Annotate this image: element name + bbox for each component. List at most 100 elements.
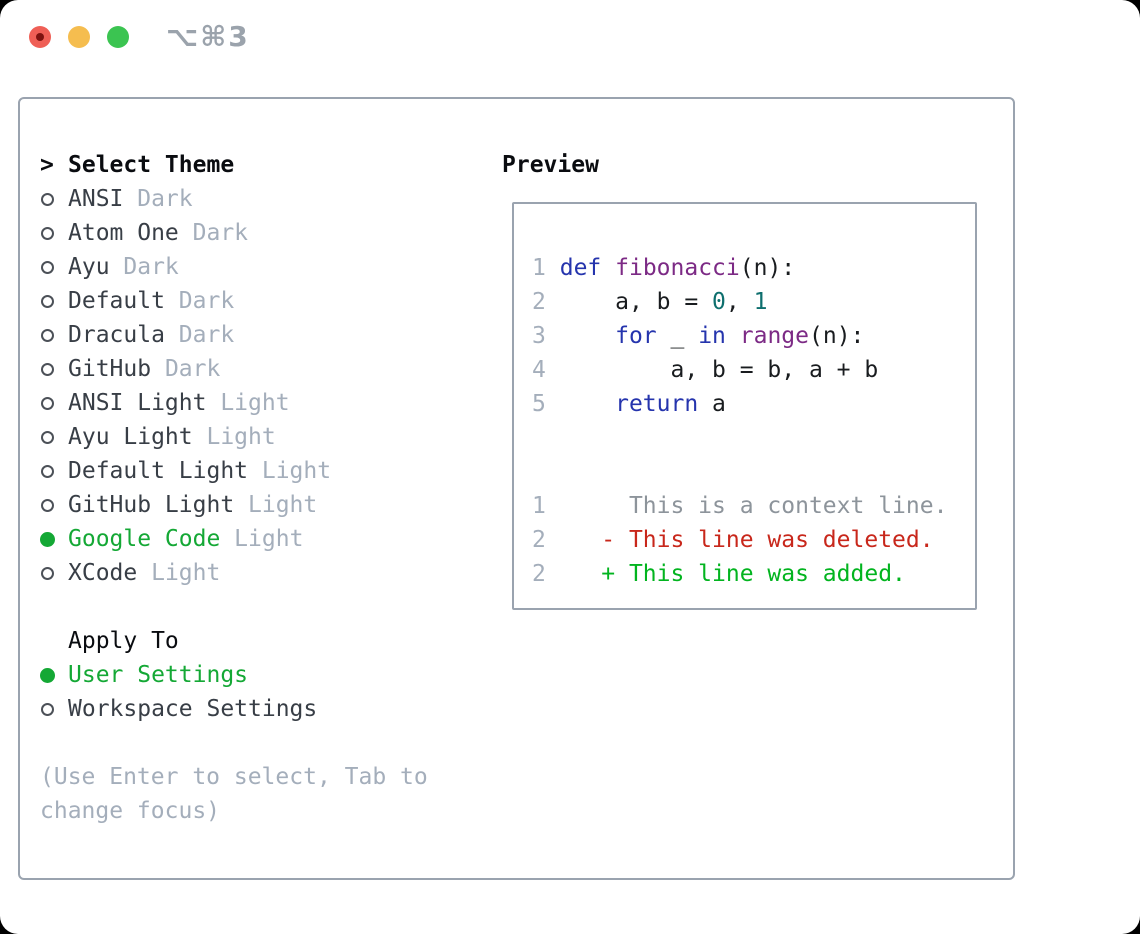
radio-marker [40,566,68,580]
theme-item[interactable]: Dracula Dark [40,318,428,352]
theme-item-label: GitHub [68,356,152,382]
theme-item-tag: Light [234,492,318,518]
radio-unselected-icon [41,396,54,410]
radio-unselected-icon [41,430,54,444]
close-button-dot-icon [36,33,44,41]
code-token [546,391,615,417]
theme-item-label: ANSI Light [68,390,207,416]
radio-marker [40,362,68,376]
line-number: 3 [532,323,546,349]
theme-item[interactable]: ANSI Light Light [40,386,428,420]
blank-line [532,421,975,455]
radio-unselected-icon [41,498,54,512]
apply-to-option[interactable]: User Settings [40,658,428,692]
theme-item-label: Default Light [68,458,249,484]
radio-selected-icon [40,531,55,547]
code-token: 1 [753,289,768,315]
apply-to-option[interactable]: Workspace Settings [40,692,428,726]
diff-line: 2 - This line was deleted. [532,523,975,557]
theme-item[interactable]: Atom One Dark [40,216,428,250]
diff-text: This is a context line. [545,493,948,519]
minimize-button-icon[interactable] [68,26,90,48]
radio-unselected-icon [41,328,54,342]
code-token: _ [656,323,699,349]
theme-item-tag: Dark [178,220,249,246]
theme-item[interactable]: XCode Light [40,556,428,590]
preview-title: Preview [502,152,599,178]
zoom-button-icon[interactable] [107,26,129,48]
window-title: ⌥⌘3 [166,20,250,53]
line-number: 2 [532,561,546,587]
theme-item-tag: Dark [109,254,179,280]
code-line: 5 return a [532,387,975,421]
code-token [546,323,615,349]
theme-item-label: GitHub Light [68,492,235,518]
theme-item-label: ANSI [68,186,124,212]
theme-item-tag: Light [192,424,276,450]
theme-item[interactable]: Google Code Light [40,522,428,556]
theme-item-tag: Dark [164,288,235,314]
theme-item[interactable]: Ayu Dark [40,250,428,284]
titlebar: ⌥⌘3 [0,0,1140,74]
theme-item[interactable]: GitHub Light Light [40,488,428,522]
radio-unselected-icon [41,294,54,308]
theme-item[interactable]: Default Light Light [40,454,428,488]
theme-item-tag: Dark [123,186,193,212]
code-token: (n): [809,323,865,349]
radio-unselected-icon [41,260,54,274]
theme-item-label: Dracula [68,322,165,348]
theme-list-header-row: > Select Theme [40,148,428,182]
radio-marker [40,464,68,478]
line-number: 2 [532,527,546,553]
radio-unselected-icon [41,566,54,580]
code-token: range [739,323,810,349]
code-token: def [559,255,602,281]
theme-item-tag: Light [220,526,304,552]
radio-marker [40,260,68,274]
theme-item-tag: Light [248,458,332,484]
radio-unselected-icon [41,362,54,376]
theme-item-tag: Dark [151,356,221,382]
theme-item-label: Default [68,288,165,314]
code-token: a [698,391,726,417]
theme-item[interactable]: Default Dark [40,284,428,318]
line-number: 1 [532,255,546,281]
code-token: for [615,323,657,349]
theme-item-label: Google Code [68,526,221,552]
radio-marker [40,192,68,206]
diff-line: 1 This is a context line. [532,489,975,523]
theme-item-label: Ayu Light [68,424,193,450]
spacer-row [40,726,428,760]
code-token [601,255,615,281]
code-token: a, b = [545,289,713,315]
diff-text: - This line was deleted. [545,527,934,553]
code-token: (n): [739,255,796,281]
diff-line: 2 + This line was added. [532,557,975,591]
theme-list-title: Select Theme [68,152,235,178]
code-token: 0 [712,289,726,315]
code-line: 2 a, b = 0, 1 [532,285,975,319]
apply-to-header-row: Apply To [40,624,428,658]
code-token [726,323,740,349]
radio-marker [40,702,68,716]
theme-item[interactable]: Ayu Light Light [40,420,428,454]
radio-marker [40,226,68,240]
radio-marker [40,396,68,410]
theme-item[interactable]: ANSI Dark [40,182,428,216]
close-button-icon[interactable] [29,26,51,48]
theme-item-label: Atom One [68,220,179,246]
radio-unselected-icon [41,464,54,478]
spacer-row [40,590,428,624]
diff-text: + This line was added. [545,561,906,587]
theme-item[interactable]: GitHub Dark [40,352,428,386]
code-token: return [615,391,699,417]
code-token [546,255,560,281]
radio-selected-icon [40,667,55,683]
